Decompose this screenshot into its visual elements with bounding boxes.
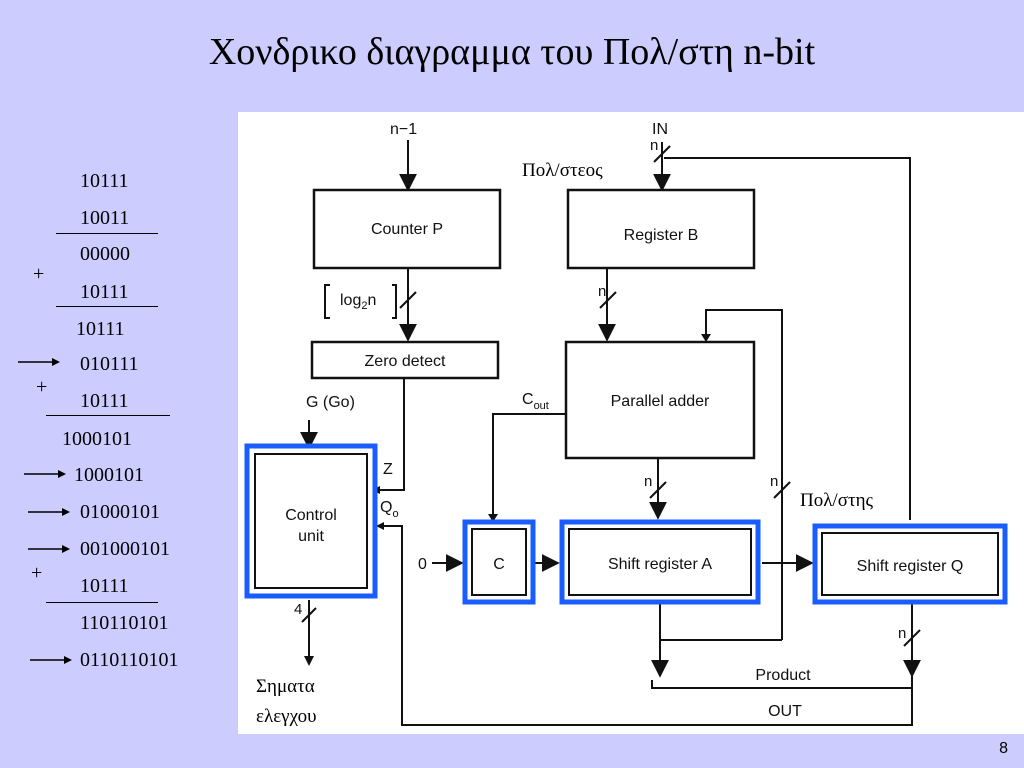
in-label: IN xyxy=(652,121,668,138)
shift-register-q-block xyxy=(812,523,1008,605)
mul-row: 1000101 xyxy=(74,464,144,486)
wire xyxy=(664,157,911,520)
parallel-adder-block xyxy=(564,340,756,460)
plus-sign: + xyxy=(33,263,45,285)
wire xyxy=(380,378,405,491)
zero-detect-block xyxy=(310,340,500,380)
four-label: 4 xyxy=(294,601,302,618)
mul-row: 10111 xyxy=(80,575,129,597)
wire xyxy=(705,309,783,640)
bus-slash xyxy=(599,291,617,309)
mul-row: 10011 xyxy=(80,207,130,229)
bus-slash xyxy=(903,629,921,647)
c-label: C xyxy=(493,556,505,573)
page-number: 8 xyxy=(999,740,1008,757)
right-arrow-icon xyxy=(18,358,60,366)
control-unit-block xyxy=(244,443,378,599)
multiplicand-label: Πολ/στεος xyxy=(522,160,603,181)
bus-slash xyxy=(653,145,671,163)
shift-register-a-block xyxy=(559,519,761,605)
product-brace xyxy=(651,680,913,689)
counter-p-block xyxy=(312,188,502,270)
wire xyxy=(659,604,782,641)
control-signals-label-line1: Σηματα xyxy=(256,676,315,697)
n-label: n xyxy=(770,473,778,490)
q0-label: Qo xyxy=(380,499,399,520)
control-unit-label-line2: unit xyxy=(298,528,324,545)
multiplier-label: Πολ/στης xyxy=(800,490,874,511)
plus-sign: + xyxy=(31,562,43,584)
shift-register-a-label: Shift register A xyxy=(608,556,712,573)
right-arrow-icon xyxy=(28,508,70,516)
c-block xyxy=(462,519,536,605)
control-signals-label-line2: ελεγχου xyxy=(256,706,317,727)
register-b-label: Register B xyxy=(624,227,699,244)
zero-input-label: 0 xyxy=(418,556,427,573)
bus-slash xyxy=(649,481,667,499)
arrowhead xyxy=(701,334,711,342)
mul-row: 10111 xyxy=(80,170,129,192)
zero-detect-label: Zero detect xyxy=(365,353,446,370)
bus-slash xyxy=(773,481,791,499)
block-diagram: n−1 IN n Counter P Register B Zero detec… xyxy=(238,112,1024,734)
counter-p-label: Counter P xyxy=(371,221,443,238)
n-label: n xyxy=(598,283,606,300)
n-label: n xyxy=(644,473,652,490)
right-arrow-icon xyxy=(24,470,66,478)
plus-sign: + xyxy=(36,376,48,398)
underline xyxy=(46,602,158,603)
mul-row: 10111 xyxy=(80,281,129,303)
page-title: Χονδρικο διαγραμμα του Πολ/στη n-bit xyxy=(208,31,816,73)
bus-slash xyxy=(399,291,417,309)
n-minus-1-label: n−1 xyxy=(390,121,417,138)
log-bracket xyxy=(392,284,397,319)
control-unit-label-line1: Control xyxy=(285,507,337,524)
mul-row: 001000101 xyxy=(80,538,170,560)
g-go-label: G (Go) xyxy=(306,394,355,411)
log2n-label: log2n xyxy=(340,292,376,312)
wire xyxy=(492,413,566,518)
parallel-adder-label: Parallel adder xyxy=(611,393,710,410)
n-label: n xyxy=(650,137,658,154)
out-label: OUT xyxy=(768,703,802,720)
right-arrow-icon xyxy=(28,545,70,553)
mul-row: 010111 xyxy=(80,353,139,375)
bus-slash xyxy=(301,607,317,623)
arrowhead xyxy=(488,514,498,522)
mul-row: 10111 xyxy=(76,318,125,340)
mul-row: 0110110101 xyxy=(80,649,179,671)
z-label: Z xyxy=(383,461,393,478)
shift-register-q-label: Shift register Q xyxy=(857,558,964,575)
underline xyxy=(56,306,158,307)
mul-row: 110110101 xyxy=(80,612,169,634)
log-bracket xyxy=(324,284,330,319)
underline xyxy=(46,415,170,416)
n-label: n xyxy=(898,625,906,642)
mul-row: 1000101 xyxy=(62,428,132,450)
product-label: Product xyxy=(755,667,811,684)
cout-label: Cout xyxy=(522,391,549,412)
right-arrow-icon xyxy=(30,656,72,664)
arrowhead xyxy=(376,522,384,530)
mul-row: 00000 xyxy=(80,243,130,265)
mul-row: 01000101 xyxy=(80,501,160,523)
underline xyxy=(56,233,158,234)
register-b-block xyxy=(566,188,756,270)
arrowhead xyxy=(304,656,314,666)
mul-row: 10111 xyxy=(80,390,129,412)
